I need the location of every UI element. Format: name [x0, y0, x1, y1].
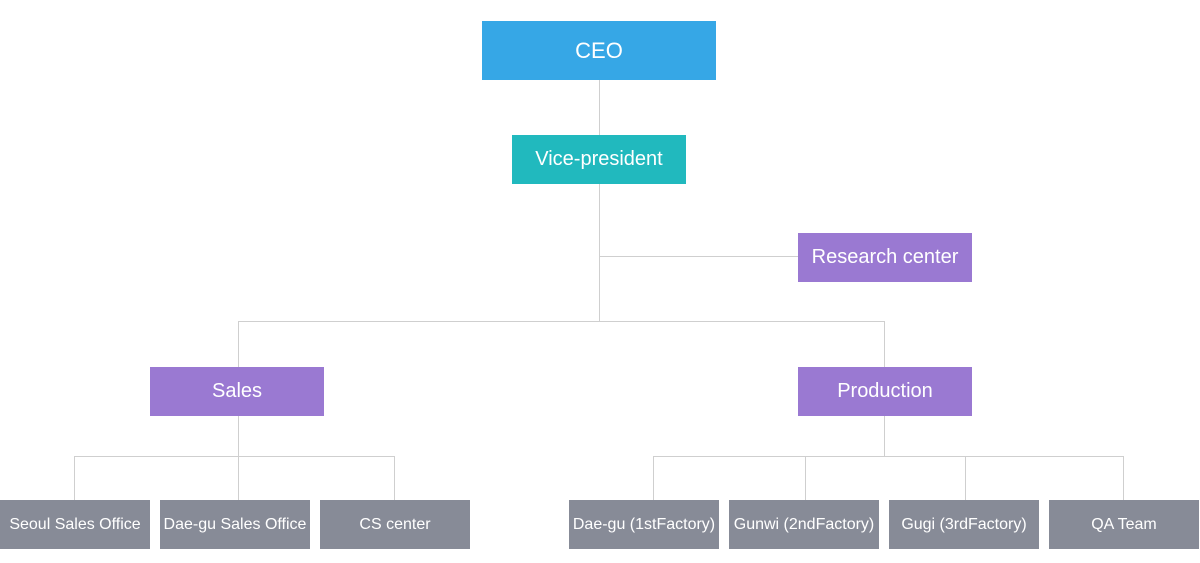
- connector-production-unit-4: [1123, 456, 1124, 500]
- sales-label: Sales: [211, 380, 263, 402]
- connector-sales-down: [238, 416, 239, 456]
- connector-dept-horizontal: [238, 321, 885, 322]
- connector-to-sales: [238, 321, 239, 367]
- ceo-box: CEO: [482, 21, 716, 80]
- ceo-label: CEO: [575, 37, 623, 63]
- daegu-sales-office-box: Dae-gu Sales Office: [160, 500, 310, 549]
- connector-ceo-vp: [599, 80, 600, 135]
- unit-label: Gunwi (2ndFactory): [733, 515, 875, 533]
- unit-label: Gugi (3rdFactory): [901, 515, 1027, 533]
- seoul-sales-office-box: Seoul Sales Office: [0, 500, 150, 549]
- connector-vp-trunk: [599, 184, 600, 321]
- connector-production-down: [884, 416, 885, 456]
- connector-sales-unit-3: [394, 456, 395, 500]
- gugi-third-factory-box: Gugi (3rdFactory): [889, 500, 1039, 549]
- unit-label: CS center: [359, 515, 431, 533]
- connector-sales-horizontal: [74, 456, 395, 457]
- gunwi-second-factory-box: Gunwi (2ndFactory): [729, 500, 879, 549]
- unit-label: QA Team: [1091, 515, 1157, 533]
- connector-to-production: [884, 321, 885, 367]
- sales-box: Sales: [150, 367, 324, 416]
- research-center-label: Research center: [811, 246, 959, 268]
- vice-president-box: Vice-president: [512, 135, 686, 184]
- unit-label: Dae-gu (1stFactory): [572, 515, 716, 533]
- connector-research: [599, 256, 798, 257]
- vice-president-label: Vice-president: [535, 148, 663, 170]
- connector-sales-unit-1: [74, 456, 75, 500]
- connector-production-unit-1: [653, 456, 654, 500]
- connector-production-unit-2: [805, 456, 806, 500]
- connector-sales-unit-2: [238, 456, 239, 500]
- research-center-box: Research center: [798, 233, 972, 282]
- connector-production-unit-3: [965, 456, 966, 500]
- qa-team-box: QA Team: [1049, 500, 1199, 549]
- cs-center-box: CS center: [320, 500, 470, 549]
- production-box: Production: [798, 367, 972, 416]
- unit-label: Dae-gu Sales Office: [163, 515, 307, 533]
- daegu-first-factory-box: Dae-gu (1stFactory): [569, 500, 719, 549]
- unit-label: Seoul Sales Office: [9, 515, 141, 533]
- production-label: Production: [837, 380, 933, 402]
- connector-production-horizontal: [653, 456, 1124, 457]
